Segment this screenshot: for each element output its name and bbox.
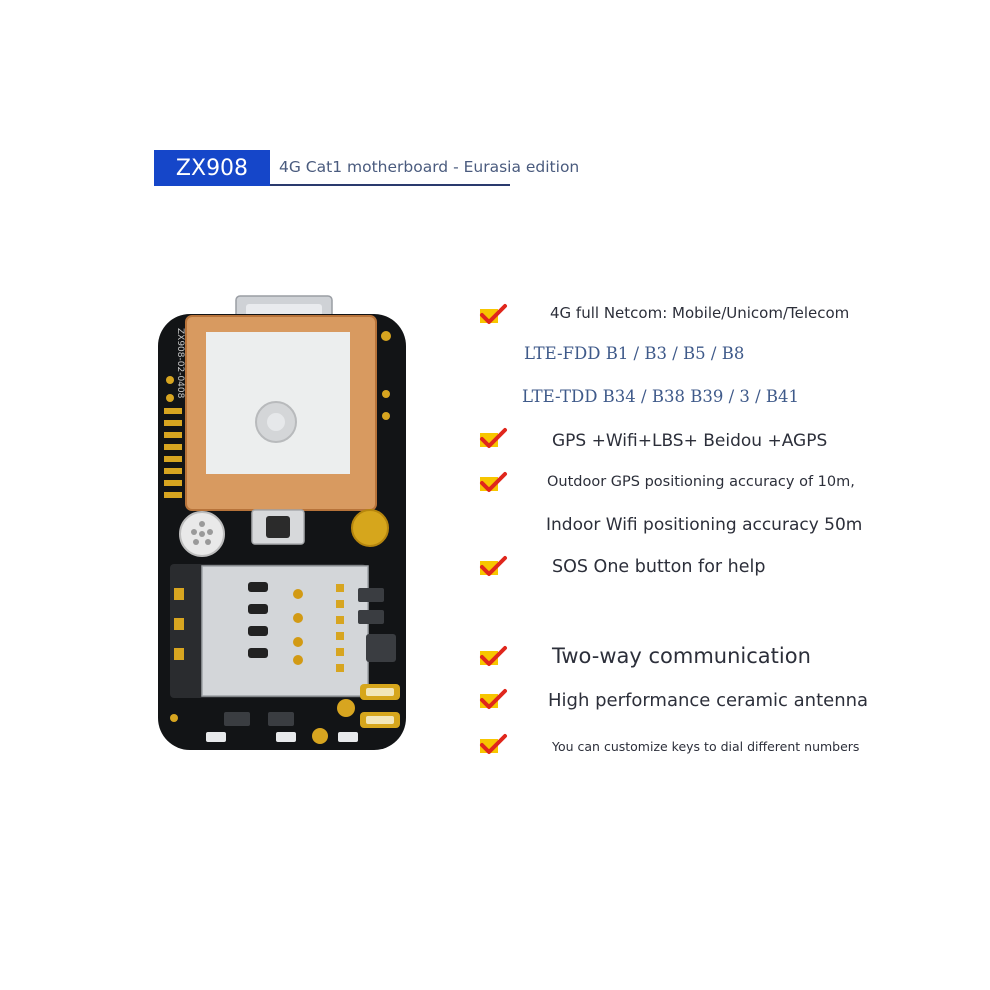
header-underline [270, 184, 510, 186]
pcb-board-image: ZX908-02-0408 [150, 288, 412, 758]
feature-custom-keys: You can customize keys to dial different… [552, 739, 860, 754]
checkmark-icon [478, 645, 508, 667]
feature-antenna: High performance ceramic antenna [548, 690, 869, 711]
feature-netcom: 4G full Netcom: Mobile/Unicom/Telecom [550, 304, 850, 322]
feature-two-way: Two-way communication [552, 644, 811, 668]
feature-sos: SOS One button for help [552, 557, 766, 577]
checkmark-icon [478, 733, 508, 755]
page-subtitle: 4G Cat1 motherboard - Eurasia edition [279, 158, 580, 176]
board-silkscreen: ZX908-02-0408 [175, 328, 185, 399]
feature-lte-tdd: LTE-TDD B34 / B38 B39 / 3 / B41 [522, 387, 800, 406]
feature-lte-fdd: LTE-FDD B1 / B3 / B5 / B8 [524, 344, 745, 363]
feature-positioning: GPS +Wifi+LBS+ Beidou +AGPS [552, 431, 828, 451]
feature-outdoor-accuracy: Outdoor GPS positioning accuracy of 10m, [547, 474, 855, 490]
header: ZX908 4G Cat1 motherboard - Eurasia edit… [154, 150, 579, 186]
model-badge: ZX908 [154, 150, 270, 186]
checkmark-icon [478, 303, 508, 325]
checkmark-icon [478, 427, 508, 449]
checkmark-icon [478, 471, 508, 493]
feature-indoor-accuracy: Indoor Wifi positioning accuracy 50m [546, 515, 863, 535]
checkmark-icon [478, 688, 508, 710]
checkmark-icon [478, 555, 508, 577]
